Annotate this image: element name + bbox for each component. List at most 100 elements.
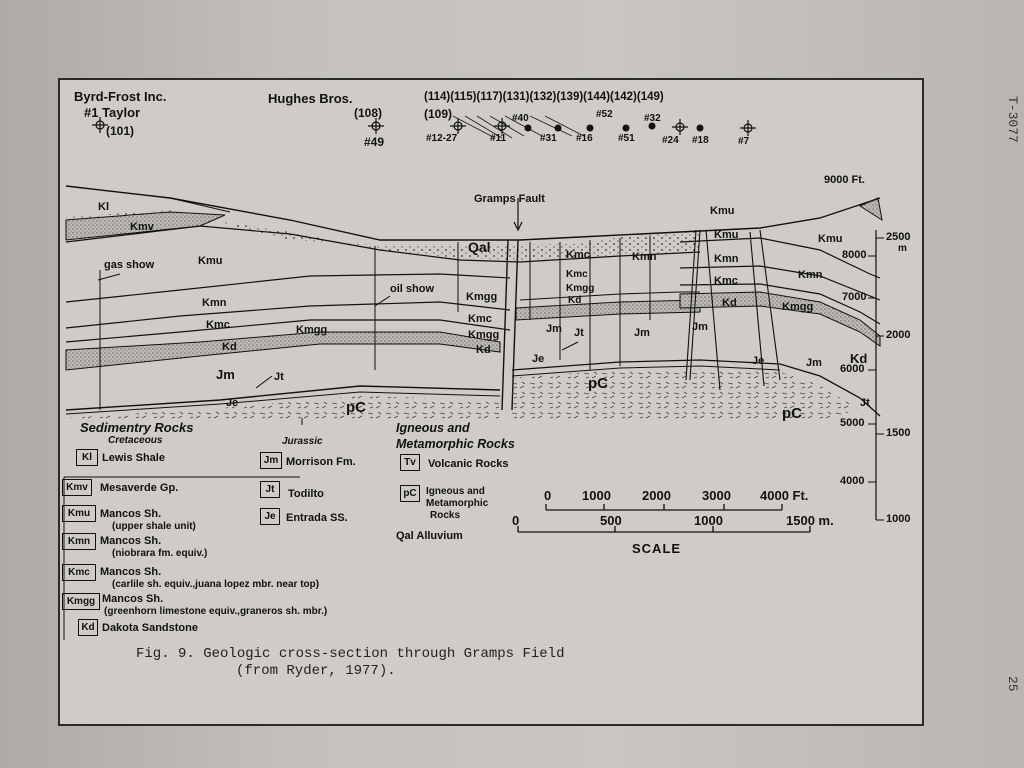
scale-m-label: 0 [512,513,520,528]
legend-code-box: Kmv [62,479,92,496]
scale-title: SCALE [632,541,682,556]
well-number-109: (109) [424,107,453,121]
legend-sublabel: (carlile sh. equiv.,juana lopez mbr. nea… [112,579,320,590]
unit-label-jm: Jm [216,367,235,382]
unit-label-jc: Je [752,355,765,367]
company-hughes-bros: Hughes Bros. [268,91,353,106]
unit-label-qal: Qal [468,239,491,255]
unit-label-kmgg: Kmgg [466,291,498,303]
document-id: T-3077 [1005,96,1020,143]
legend-label: Lewis Shale [102,452,165,464]
well-id: #24 [662,135,679,146]
legend-sublabel: (greenhorn limestone equiv.,graneros sh.… [104,606,328,617]
unit-label-kmc: Kmc [468,313,492,325]
scale-ft-label: 0 [544,488,552,503]
unit-label-jt: Jt [860,397,870,409]
legend-code-box: Kl [76,449,98,466]
legend-sublabel: (upper shale unit) [112,521,196,532]
legend-igneous-title-2: Metamorphic Rocks [396,437,515,451]
well-symbols [92,117,756,136]
unit-label-jm: Jm [692,321,708,333]
scale-ft-label: 4000 Ft. [760,488,809,503]
unit-label-kmgg: Kmgg [566,283,595,294]
legend-label: Mancos Sh. [102,593,164,605]
legend-qal: Qal Alluvium [396,530,463,542]
legend-code-box: Jm [260,452,282,469]
legend-jurassic: Jurassic [282,436,323,447]
gramps-fault-line [501,239,509,411]
well-id-49: #49 [364,135,385,149]
legend-label: Morrison Fm. [286,456,356,468]
legend-cretaceous: Cretaceous [108,435,163,446]
depth-ft-tick: 4000 [840,475,865,487]
scale-ft-label: 1000 [582,488,611,503]
depth-m-unit: m [898,243,907,254]
well-id: #40 [512,113,529,124]
well-dots [524,122,704,132]
unit-label-kmn: Kmn [632,251,657,263]
legend-label: Volcanic Rocks [428,458,509,470]
unit-label-kmc: Kmc [206,319,230,331]
unit-label-kmu: Kmu [198,255,223,267]
depth-ft-tick: 8000 [842,249,867,261]
unit-label-je: Je [226,397,239,409]
figure-frame: Byrd-Frost Inc. #1 Taylor (101) Hughes B… [58,78,924,726]
kd-band-right [679,291,881,347]
scale-ft-label: 2000 [642,488,671,503]
kd-band-middle [515,299,701,321]
unit-label-je: Je [532,353,545,365]
unit-label-kmu: Kmu [710,205,735,217]
legend-igneous-title: Igneous and [396,421,470,435]
well-id: #31 [540,133,557,144]
depth-m-tick: 1500 [886,427,911,439]
unit-label-kmn: Kmn [202,297,227,309]
legend-label: Mancos Sh. [100,566,162,578]
well-id: #12-27 [426,133,458,144]
pc-middle [512,368,860,420]
ground-surface [65,185,881,241]
unit-label-kd: Kd [722,297,737,309]
legend-label: Mancos Sh. [100,508,162,520]
legend-sed-title: Sedimentry Rocks [80,420,194,435]
unit-label-kd: Kd [222,341,237,353]
unit-label-kmc: Kmc [566,249,590,261]
depth-ft-tick: 5000 [840,417,865,429]
legend-code-box: Kmgg [62,593,100,610]
legend-code-box: Je [260,508,280,525]
legend-code-box: Kmu [62,505,96,522]
company-byrd-frost: Byrd-Frost Inc. [74,89,167,104]
unit-label-kd: Kd [476,344,491,356]
well-id: #52 [596,109,613,120]
gas-show-label: gas show [104,259,155,271]
scale-m-label: 1000 [694,513,723,528]
kmv-band [65,211,226,241]
depth-top-label: 9000 Ft. [824,174,865,186]
scale-bar-m [517,526,811,533]
depth-m-tick: 2500 [886,231,911,243]
scale-m-label: 500 [600,513,622,528]
unit-label-kmgg: Kmgg [468,329,500,341]
gramps-fault-label: Gramps Fault [474,193,545,205]
unit-label-jt: Jt [274,371,284,383]
legend-label: Todilto [288,488,324,500]
page-number: 25 [1005,676,1020,692]
unit-label-kl: Kl [98,201,109,213]
cross-section-drawing [63,115,884,640]
well-id: #7 [738,136,750,147]
legend-sublabel: Rocks [430,510,461,521]
well-id: #18 [692,135,709,146]
unit-label-pc: pC [588,375,608,392]
unit-label-kd: Kd [850,351,868,366]
legend-label: Dakota Sandstone [102,622,198,634]
well-number-108: (108) [354,106,383,120]
scale-bar-ft [545,504,783,511]
unit-label-jm: Jm [634,327,650,339]
unit-label-kmgg: Kmgg [782,301,814,313]
figure-caption: Fig. 9. Geologic cross-section through G… [136,646,565,662]
well-id: #16 [576,133,593,144]
kd-band-left [65,331,501,371]
scale-m-label: 1500 m. [786,513,834,528]
depth-ft-tick: 7000 [842,291,867,303]
legend-code-box: Kmn [62,533,96,550]
